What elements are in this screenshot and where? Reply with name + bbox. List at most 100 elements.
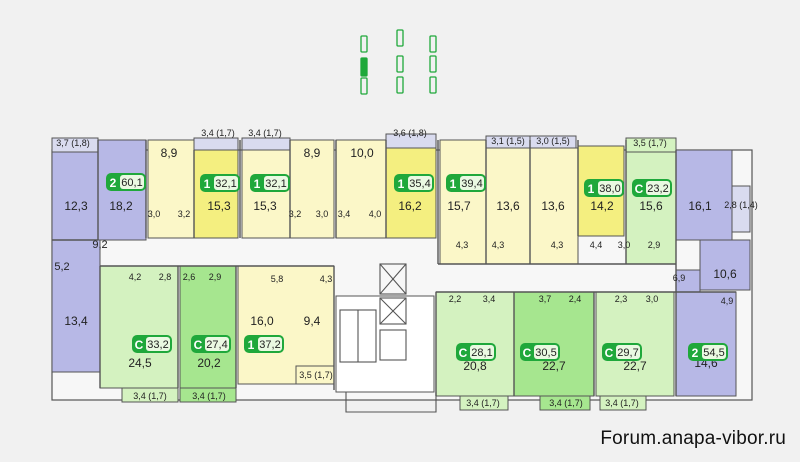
room-area-label: 15,3 (207, 199, 231, 213)
room-area-label: 10,6 (713, 267, 737, 281)
room-area-label: 3,4 (1,7) (248, 128, 282, 138)
room-area-label: 2,9 (648, 240, 661, 250)
apartment-area: 35,4 (409, 178, 430, 190)
room-area-label: 3,7 (1,8) (56, 138, 90, 148)
room-area-label: 4,4 (590, 240, 603, 250)
room-area-label: 15,7 (447, 199, 471, 213)
apartment-type: С (605, 346, 614, 360)
room-area-label: 4,3 (456, 240, 469, 250)
room-area-label: 3,0 (618, 240, 631, 250)
room-area-label: 9,2 (92, 239, 107, 251)
apartment-1-38-0 (529, 147, 579, 265)
apartment-west-violet (51, 239, 101, 373)
room-area-label: 3,0 (316, 209, 329, 219)
apartment-type: С (194, 338, 203, 352)
apartment-type: 1 (398, 177, 405, 191)
apartment-area: 28,1 (471, 347, 492, 359)
room-area-label: 2,9 (209, 272, 222, 282)
apartment-area: 32,1 (215, 178, 236, 190)
apartment-type: С (523, 346, 532, 360)
apartment-area: 33,2 (147, 339, 168, 351)
apartment-1-32-1-b (241, 149, 291, 239)
compass-markers (360, 29, 437, 95)
room-area-label: 3,4 (483, 294, 496, 304)
apartment-type: 1 (204, 177, 211, 191)
apartment-area: 27,4 (206, 339, 227, 351)
room-area-label: 3,7 (539, 294, 552, 304)
room-area-label: 15,3 (253, 199, 277, 213)
room-area-label: 13,6 (541, 199, 565, 213)
room-area-label: 3,2 (289, 209, 302, 219)
room-area-label: 3,4 (1,7) (201, 128, 235, 138)
room-area-label: 3,0 (148, 209, 161, 219)
room-area-label: 13,4 (64, 314, 88, 328)
room-area-label: 16,2 (398, 199, 422, 213)
apartment-type: 1 (450, 177, 457, 191)
room-area-label: 5,8 (271, 274, 284, 284)
room-area-label: 4,0 (369, 209, 382, 219)
room-area-label: 10,0 (350, 146, 374, 160)
room-area-label: 4,3 (320, 274, 333, 284)
apartment-area: 38,0 (599, 183, 620, 195)
room-area-label: 16,0 (250, 314, 274, 328)
watermark-site: Forum.anapa-vibor.ru (600, 428, 786, 449)
apartment-2-60-1 (51, 149, 99, 241)
apartment-type: 1 (254, 177, 261, 191)
room-area-label: 16,1 (688, 199, 712, 213)
apartment-1-35-4 (335, 139, 387, 239)
room-area-label: 2,2 (449, 294, 462, 304)
room-area-label: 3,4 (1,7) (133, 391, 167, 401)
room-area-label: 2,3 (615, 294, 628, 304)
walls (52, 140, 736, 396)
apartment-east-violet (675, 149, 733, 241)
room-area-label: 4,3 (551, 240, 564, 250)
room-area-label: 20,8 (463, 359, 487, 373)
room-area-label: 3,5 (1,7) (299, 370, 333, 380)
apartment-type: С (635, 182, 644, 196)
apartment-type: 1 (588, 182, 595, 196)
apartment-area: 39,4 (461, 178, 482, 190)
room-area-label: 2,6 (183, 272, 196, 282)
room-area-label: 3,0 (1,5) (536, 136, 570, 146)
room-area-label: 3,4 (1,7) (605, 398, 639, 408)
room-area-label: 6,9 (673, 273, 686, 283)
room-area-label: 12,3 (64, 199, 88, 213)
room-area-label: 14,2 (590, 199, 614, 213)
room-area-label: 3,1 (1,5) (491, 136, 525, 146)
room-area-label: 22,7 (542, 359, 566, 373)
room-area-label: 9,4 (304, 314, 321, 328)
room-area-label: 3,4 (1,7) (549, 398, 583, 408)
room-area-label: 20,2 (197, 356, 221, 370)
apartment-type: С (135, 338, 144, 352)
apartment-type: С (459, 346, 468, 360)
apartment-s-23-2 (625, 149, 677, 265)
apartment-area: 54,5 (703, 347, 724, 359)
room-area-label: 5,2 (54, 261, 69, 273)
apartment-type: 1 (248, 338, 255, 352)
room-area-label: 22,7 (623, 359, 647, 373)
room-area-label: 3,6 (1,8) (393, 128, 427, 138)
room-area-label: 8,9 (304, 146, 321, 160)
core (339, 263, 437, 413)
room-area-label: 13,6 (496, 199, 520, 213)
room-area-label: 3,0 (646, 294, 659, 304)
room-area-label: 2,8 (1,4) (724, 200, 758, 210)
room-area-label: 3,4 (338, 209, 351, 219)
room-area-label: 2,4 (569, 294, 582, 304)
apartment-area: 37,2 (259, 339, 280, 351)
apartment-area: 30,5 (535, 347, 556, 359)
apartment-1-39-4 (439, 139, 487, 265)
apartment-area: 23,2 (647, 183, 668, 195)
